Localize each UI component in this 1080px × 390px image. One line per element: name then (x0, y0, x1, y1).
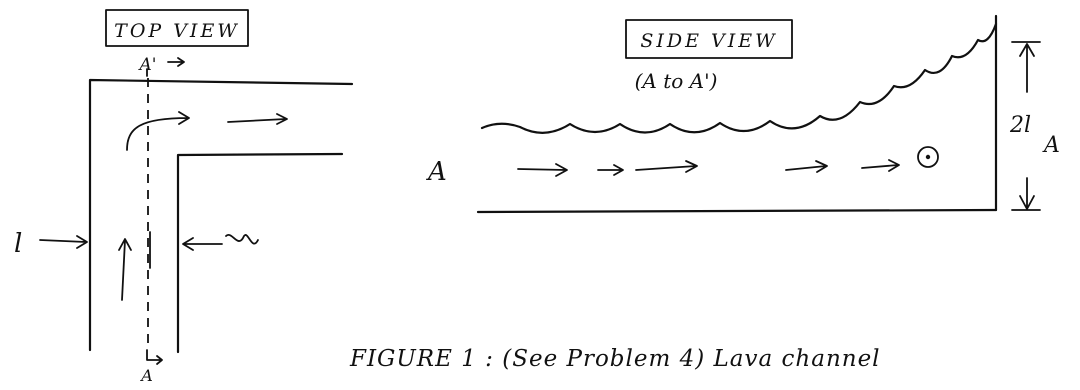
side-view-title: SIDE VIEW (640, 30, 777, 52)
label-l-top: l (14, 229, 22, 259)
label-a-prime-top: A' (138, 55, 157, 75)
flow-arrow-4 (785, 160, 828, 173)
flow-arrow-3 (635, 160, 698, 173)
a-direction-arrow (146, 349, 163, 365)
label-a-right: A (1042, 133, 1060, 158)
flow-arrow-1 (517, 163, 568, 177)
out-of-page-dot (925, 154, 931, 160)
figure-caption: FIGURE 1 : (See Problem 4) Lava channel (349, 346, 881, 372)
top-view-title: TOP VIEW (114, 20, 240, 42)
side-view-panel: SIDE VIEW (A to A') A 2l A (426, 14, 1060, 214)
scribbled-label (225, 233, 259, 245)
width-arrow-left (39, 235, 88, 249)
flow-arrow-5 (861, 159, 900, 172)
label-a-side: A (426, 157, 447, 187)
outer-channel-wall (88, 78, 354, 352)
lava-surface-wave (480, 22, 998, 134)
a-prime-direction-arrow (146, 57, 185, 77)
flow-arrow-up-left (118, 238, 132, 301)
flow-arrow-2 (597, 164, 624, 176)
flow-arrow-right (227, 113, 288, 125)
height-bottom-arrow (1011, 177, 1041, 211)
side-view-title-box (625, 19, 793, 59)
label-a-top: A (139, 366, 153, 385)
channel-bed (476, 208, 998, 214)
top-view-title-box (105, 9, 249, 47)
inner-channel-wall (176, 152, 344, 354)
height-top-arrow (1011, 41, 1041, 93)
side-view-subtitle: (A to A') (635, 69, 718, 93)
width-arrow-right (182, 237, 223, 251)
top-view-panel: TOP VIEW A' l A (14, 9, 354, 385)
flow-arrow-turn (126, 111, 190, 151)
out-of-page-symbol (917, 146, 939, 168)
label-height: 2l (1009, 113, 1031, 138)
